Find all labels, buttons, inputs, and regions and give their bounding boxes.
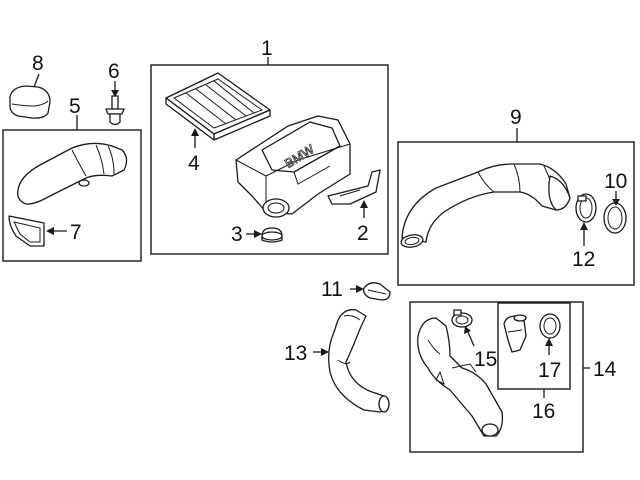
arrowhead-2 — [360, 200, 368, 208]
callout-6: 6 — [108, 60, 120, 83]
callout-8: 8 — [32, 52, 44, 75]
group-box-16 — [497, 302, 571, 390]
callout-3: 3 — [231, 223, 243, 246]
arrowhead-6 — [111, 90, 119, 97]
callout-17: 17 — [538, 359, 561, 382]
callout-11: 11 — [321, 278, 343, 301]
part-6-bolt[interactable] — [105, 95, 125, 126]
callout-4: 4 — [188, 152, 200, 175]
callout-15: 15 — [474, 348, 497, 371]
arrowhead-17 — [545, 338, 553, 346]
part-17-seal-ring[interactable] — [539, 313, 561, 339]
group-box-9 — [397, 141, 635, 286]
arrowhead-11 — [356, 285, 364, 293]
part-5-intake-hose[interactable] — [17, 142, 128, 205]
callout-10: 10 — [604, 170, 627, 193]
callout-2: 2 — [357, 222, 369, 245]
part-16-valve[interactable] — [503, 314, 527, 353]
arrowhead-15 — [464, 326, 471, 334]
part-11-clip[interactable] — [362, 282, 391, 301]
leader-15 — [467, 331, 475, 347]
callout-14: 14 — [593, 358, 617, 381]
part-15-clamp[interactable] — [451, 309, 473, 328]
group-box-1 — [150, 64, 389, 255]
part-12-clamp[interactable] — [575, 193, 597, 223]
arrowhead-7 — [46, 227, 54, 235]
part-13-curved-hose[interactable] — [328, 309, 390, 413]
arrowhead-4 — [191, 128, 199, 136]
callout-1: 1 — [261, 37, 273, 60]
part-1-air-cleaner-housing[interactable]: BMW — [235, 115, 351, 218]
arrowhead-3 — [254, 230, 262, 238]
callout-5: 5 — [69, 95, 81, 118]
part-10-o-ring[interactable] — [603, 202, 627, 234]
part-9-intake-pipe[interactable] — [400, 163, 571, 249]
callout-7: 7 — [70, 221, 82, 244]
arrowhead-10 — [612, 199, 620, 206]
callout-13: 13 — [284, 342, 307, 365]
callout-9: 9 — [510, 106, 522, 129]
part-14-intake-duct[interactable] — [417, 317, 504, 437]
part-8-cap[interactable] — [9, 85, 51, 119]
part-7-duct[interactable] — [8, 215, 45, 247]
part-3-grommet[interactable] — [261, 227, 283, 243]
part-2-bracket[interactable] — [327, 169, 381, 205]
part-4-air-filter[interactable] — [165, 72, 271, 141]
callout-12: 12 — [572, 248, 595, 271]
group-box-5 — [2, 129, 142, 262]
leader-8 — [33, 73, 40, 88]
arrowhead-13 — [321, 348, 329, 356]
group-box-14 — [409, 301, 584, 453]
arrowhead-12 — [580, 222, 588, 230]
callout-16: 16 — [532, 400, 555, 423]
